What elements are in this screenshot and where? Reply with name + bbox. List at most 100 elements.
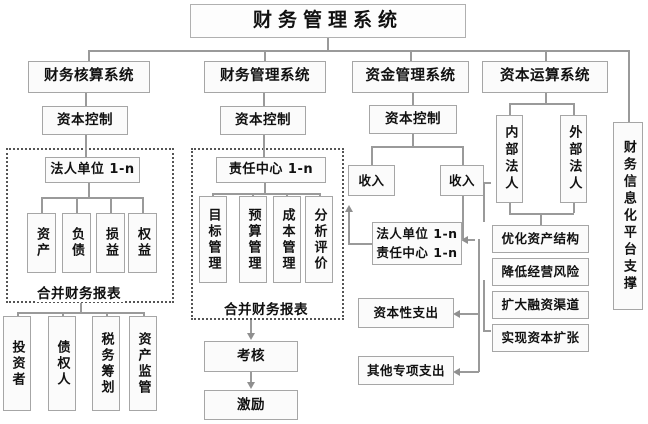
arrow-to-unit-box (461, 236, 468, 244)
connector-group-to-stakeholders (80, 303, 82, 312)
connector-internal-bottom (509, 203, 511, 213)
connector-goals-stem (540, 213, 542, 225)
arrow-to-incentive (247, 382, 255, 389)
fund-unit-box[interactable]: 法人单位 1-n 责任中心 1-n (372, 222, 462, 265)
connector-sys4-drop (545, 50, 547, 61)
connector-external-drop (573, 103, 575, 115)
platform-support-box[interactable]: 财务信息化平台支撑 (613, 122, 643, 310)
accounting-consolidated-report-caption: 合并财务报表 (35, 282, 123, 302)
connector-profit-drop (110, 197, 112, 213)
connector-fund-to-control (412, 93, 414, 105)
connector-acc-to-control (85, 93, 87, 106)
capital-control-box-accounting[interactable]: 资本控制 (42, 106, 128, 135)
mgmt-element-box-budget[interactable]: 预算管理 (239, 196, 267, 283)
connector-platform-drop (628, 50, 630, 122)
element-box-liabilities[interactable]: 负债 (62, 213, 91, 273)
connector-capital-bus (509, 103, 573, 105)
connector-to-capex (458, 313, 479, 315)
connector-equity-drop (142, 197, 144, 213)
system-box-management[interactable]: 财务管理系统 (204, 61, 326, 93)
accounting-dashed-group (6, 148, 174, 303)
system-box-capital[interactable]: 资本运算系统 (482, 61, 608, 93)
connector-to-other-expenditure (458, 371, 479, 373)
connector-internal-drop (509, 103, 511, 115)
connector-income-right-drop (462, 146, 464, 165)
mgmt-element-box-goal[interactable]: 目标管理 (199, 196, 227, 283)
capital-expenditure-box[interactable]: 资本性支出 (358, 298, 454, 328)
element-box-profit-loss[interactable]: 损益 (96, 213, 125, 273)
connector-creditor-drop (62, 312, 64, 316)
connector-assessment-to-incentive (250, 372, 252, 383)
arrow-to-capital-expenditure (453, 310, 460, 318)
capital-control-box-management[interactable]: 资本控制 (220, 106, 306, 135)
system-box-accounting[interactable]: 财务核算系统 (28, 61, 150, 93)
mgmt-element-box-cost[interactable]: 成本管理 (273, 196, 301, 283)
fund-unit-line2: 责任中心 1-n (376, 244, 458, 260)
connector-fundcontrol-stem (412, 134, 414, 146)
connector-goal-drop (212, 193, 214, 196)
responsibility-center-box[interactable]: 责任中心 1-n (216, 157, 326, 183)
connector-asset-supervision-drop (143, 312, 145, 316)
system-box-fund[interactable]: 资金管理系统 (352, 61, 469, 93)
connector-sys1-drop (88, 50, 90, 61)
connector-platform-bus (545, 50, 628, 52)
connector-incomeright-to-unit (465, 239, 475, 241)
connector-external-bottom (573, 203, 575, 213)
connector-asset-drop (41, 197, 43, 213)
goal-box-expand-financing-channels[interactable]: 扩大融资渠道 (492, 291, 589, 319)
goal-box-reduce-operating-risk[interactable]: 降低经营风险 (492, 258, 589, 286)
connector-title-stem (327, 38, 329, 50)
management-dashed-group (191, 148, 344, 320)
connector-investor-drop (17, 312, 19, 316)
connector-goals-left-rail-bottom (483, 280, 485, 330)
connector-liability-drop (76, 197, 78, 213)
incentive-box[interactable]: 激励 (204, 390, 298, 420)
internal-legal-entity-box[interactable]: 内部法人 (496, 115, 523, 203)
external-legal-entity-box[interactable]: 外部法人 (560, 115, 587, 203)
connector-elements-bus (41, 197, 142, 199)
connector-goals-left-tie-top (483, 182, 491, 184)
income-box-left[interactable]: 收入 (348, 165, 395, 196)
income-box-right[interactable]: 收入 (440, 165, 484, 196)
diagram-title-box: 财务管理系统 (190, 4, 466, 38)
legal-unit-box[interactable]: 法人单位 1-n (45, 157, 140, 183)
stakeholder-box-creditor[interactable]: 债权人 (48, 316, 76, 411)
connector-stakeholders-bus (17, 312, 143, 314)
connector-unit-to-incomeleft-h (348, 243, 373, 245)
fund-unit-line1: 法人单位 1-n (376, 225, 458, 241)
arrow-to-other-expenditure (453, 368, 460, 376)
goal-box-optimize-asset-structure[interactable]: 优化资产结构 (492, 225, 589, 253)
connector-budget-drop (252, 193, 254, 196)
arrow-to-assessment (247, 333, 255, 340)
element-box-assets[interactable]: 资产 (27, 213, 56, 273)
connector-cost-drop (286, 193, 288, 196)
management-consolidated-report-caption: 合并财务报表 (222, 298, 310, 318)
assessment-box[interactable]: 考核 (204, 341, 298, 372)
stakeholder-box-tax-planning[interactable]: 税务筹划 (92, 316, 120, 411)
goal-box-realize-capital-expansion[interactable]: 实现资本扩张 (492, 324, 589, 352)
mgmt-element-box-analysis[interactable]: 分析评价 (305, 196, 333, 283)
capital-control-box-fund[interactable]: 资本控制 (369, 105, 457, 134)
connector-control-to-unit (85, 135, 87, 157)
connector-systems-bus (88, 50, 545, 52)
other-expenditure-box[interactable]: 其他专项支出 (358, 356, 454, 385)
connector-sys2-drop (264, 50, 266, 61)
connector-expenditure-rail (478, 239, 480, 372)
stakeholder-box-investor[interactable]: 投资者 (3, 316, 31, 411)
connector-goals-left-rail-top (483, 182, 485, 222)
stakeholder-box-asset-supervision[interactable]: 资产监管 (129, 316, 157, 411)
connector-analysis-drop (319, 193, 321, 196)
connector-income-bus (371, 146, 462, 148)
element-box-equity[interactable]: 权益 (128, 213, 157, 273)
connector-income-left-drop (371, 146, 373, 165)
connector-sys3-drop (410, 50, 412, 61)
connector-mgmt-to-control (263, 93, 265, 106)
connector-unit-stem (88, 183, 90, 197)
connector-center-stem (264, 183, 266, 193)
connector-group-to-assessment (250, 320, 252, 334)
connector-goals-left-tie-bottom (483, 330, 491, 332)
connector-goals-bus (509, 213, 574, 215)
connector-control-to-center (263, 135, 265, 157)
connector-unit-to-incomeleft-v (348, 212, 350, 244)
